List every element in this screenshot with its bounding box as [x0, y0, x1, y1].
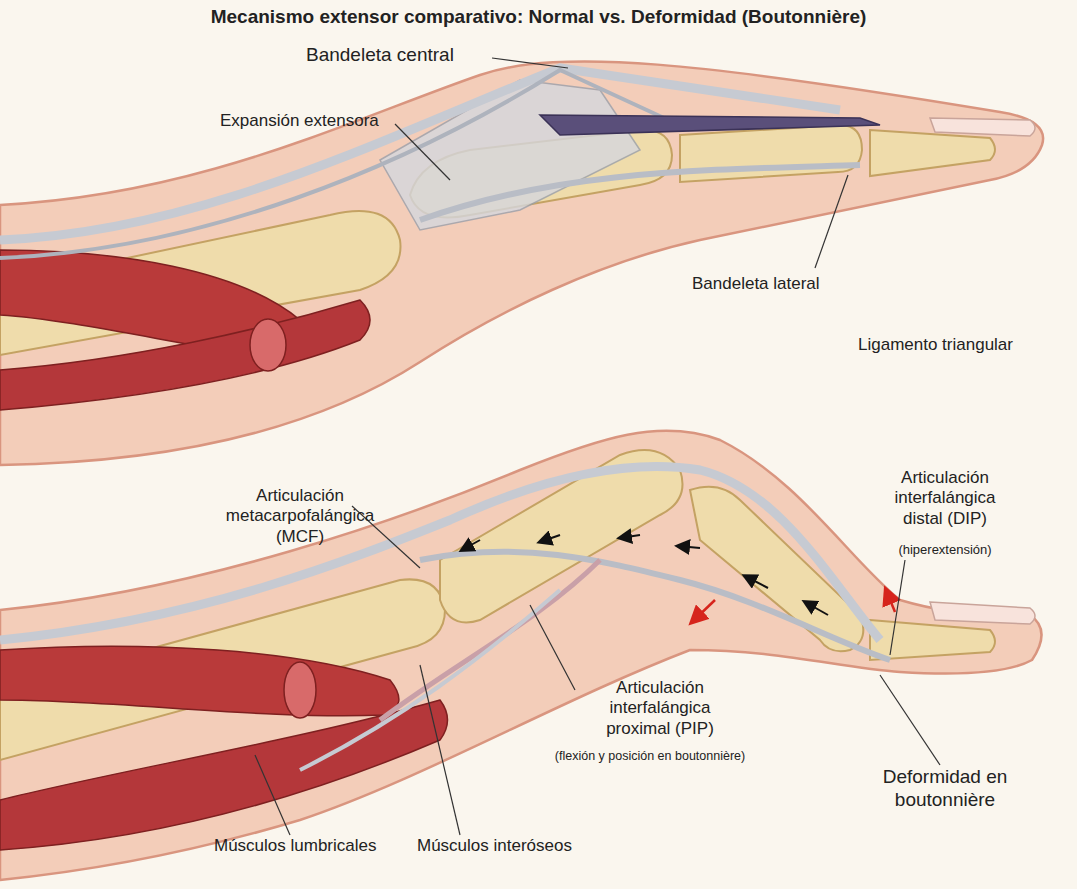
boutonniere-finger: [0, 431, 1042, 880]
leader-line: [255, 755, 290, 835]
fingernail: [930, 118, 1035, 136]
part-label: Bandeleta lateral: [692, 274, 872, 294]
diagram-title: Mecanismo extensor comparativo: Normal v…: [0, 6, 1077, 29]
leader-line: [530, 605, 575, 690]
part-label: Articulación metacarpofalángica (MCF): [205, 486, 395, 547]
leader-line: [815, 175, 848, 268]
muscle-cut: [250, 319, 286, 371]
extensor-tendon: [0, 467, 880, 640]
part-label: Deformidad en boutonnière: [860, 766, 1030, 812]
force-arrow: [540, 535, 560, 542]
part-label: Expansión extensora: [220, 111, 420, 131]
part-label: (hiperextensión): [860, 542, 1030, 558]
force-arrow: [462, 540, 480, 550]
central-slip: [0, 70, 690, 258]
fingernail: [930, 602, 1035, 624]
part-label: Bandeleta central: [306, 44, 526, 67]
force-arrows: [462, 535, 828, 615]
muscle: [0, 700, 448, 850]
leader-line: [880, 675, 940, 765]
leader-line: [420, 665, 460, 835]
muscle: [0, 300, 370, 410]
red-arrow: [692, 600, 715, 622]
part-label: Músculos lumbricales: [214, 836, 414, 856]
red-arrow: [886, 590, 895, 612]
part-label: Articulación interfalángica distal (DIP): [875, 468, 1015, 529]
force-arrow: [678, 546, 700, 548]
distal-phalanx: [870, 130, 995, 176]
extensor-tendon: [0, 68, 840, 240]
part-label: Músculos interóseos: [417, 836, 617, 856]
extensor-expansion: [380, 80, 640, 230]
leader-lines: [255, 58, 940, 835]
force-arrow: [745, 576, 768, 588]
leader-line: [492, 58, 568, 68]
skin: [0, 431, 1042, 880]
lumbrical-tendon: [300, 590, 560, 770]
skin: [0, 61, 1043, 465]
normal-finger: [0, 61, 1043, 465]
distal-phalanx: [870, 620, 995, 660]
leader-line: [395, 124, 450, 180]
interosseous-tendon: [380, 560, 600, 720]
lateral-band: [420, 165, 860, 220]
part-label: (flexión y posición en boutonnière): [525, 749, 775, 764]
muscle-cut: [284, 662, 316, 718]
muscle: [0, 646, 399, 716]
triangular-ligament: [540, 115, 880, 135]
force-arrow: [620, 535, 640, 538]
force-arrow: [805, 602, 828, 615]
middle-phalanx: [680, 125, 862, 182]
part-label: Articulación interfalángica proximal (PI…: [580, 678, 740, 739]
part-label: Ligamento triangular: [858, 335, 1068, 355]
leader-line: [890, 560, 905, 655]
